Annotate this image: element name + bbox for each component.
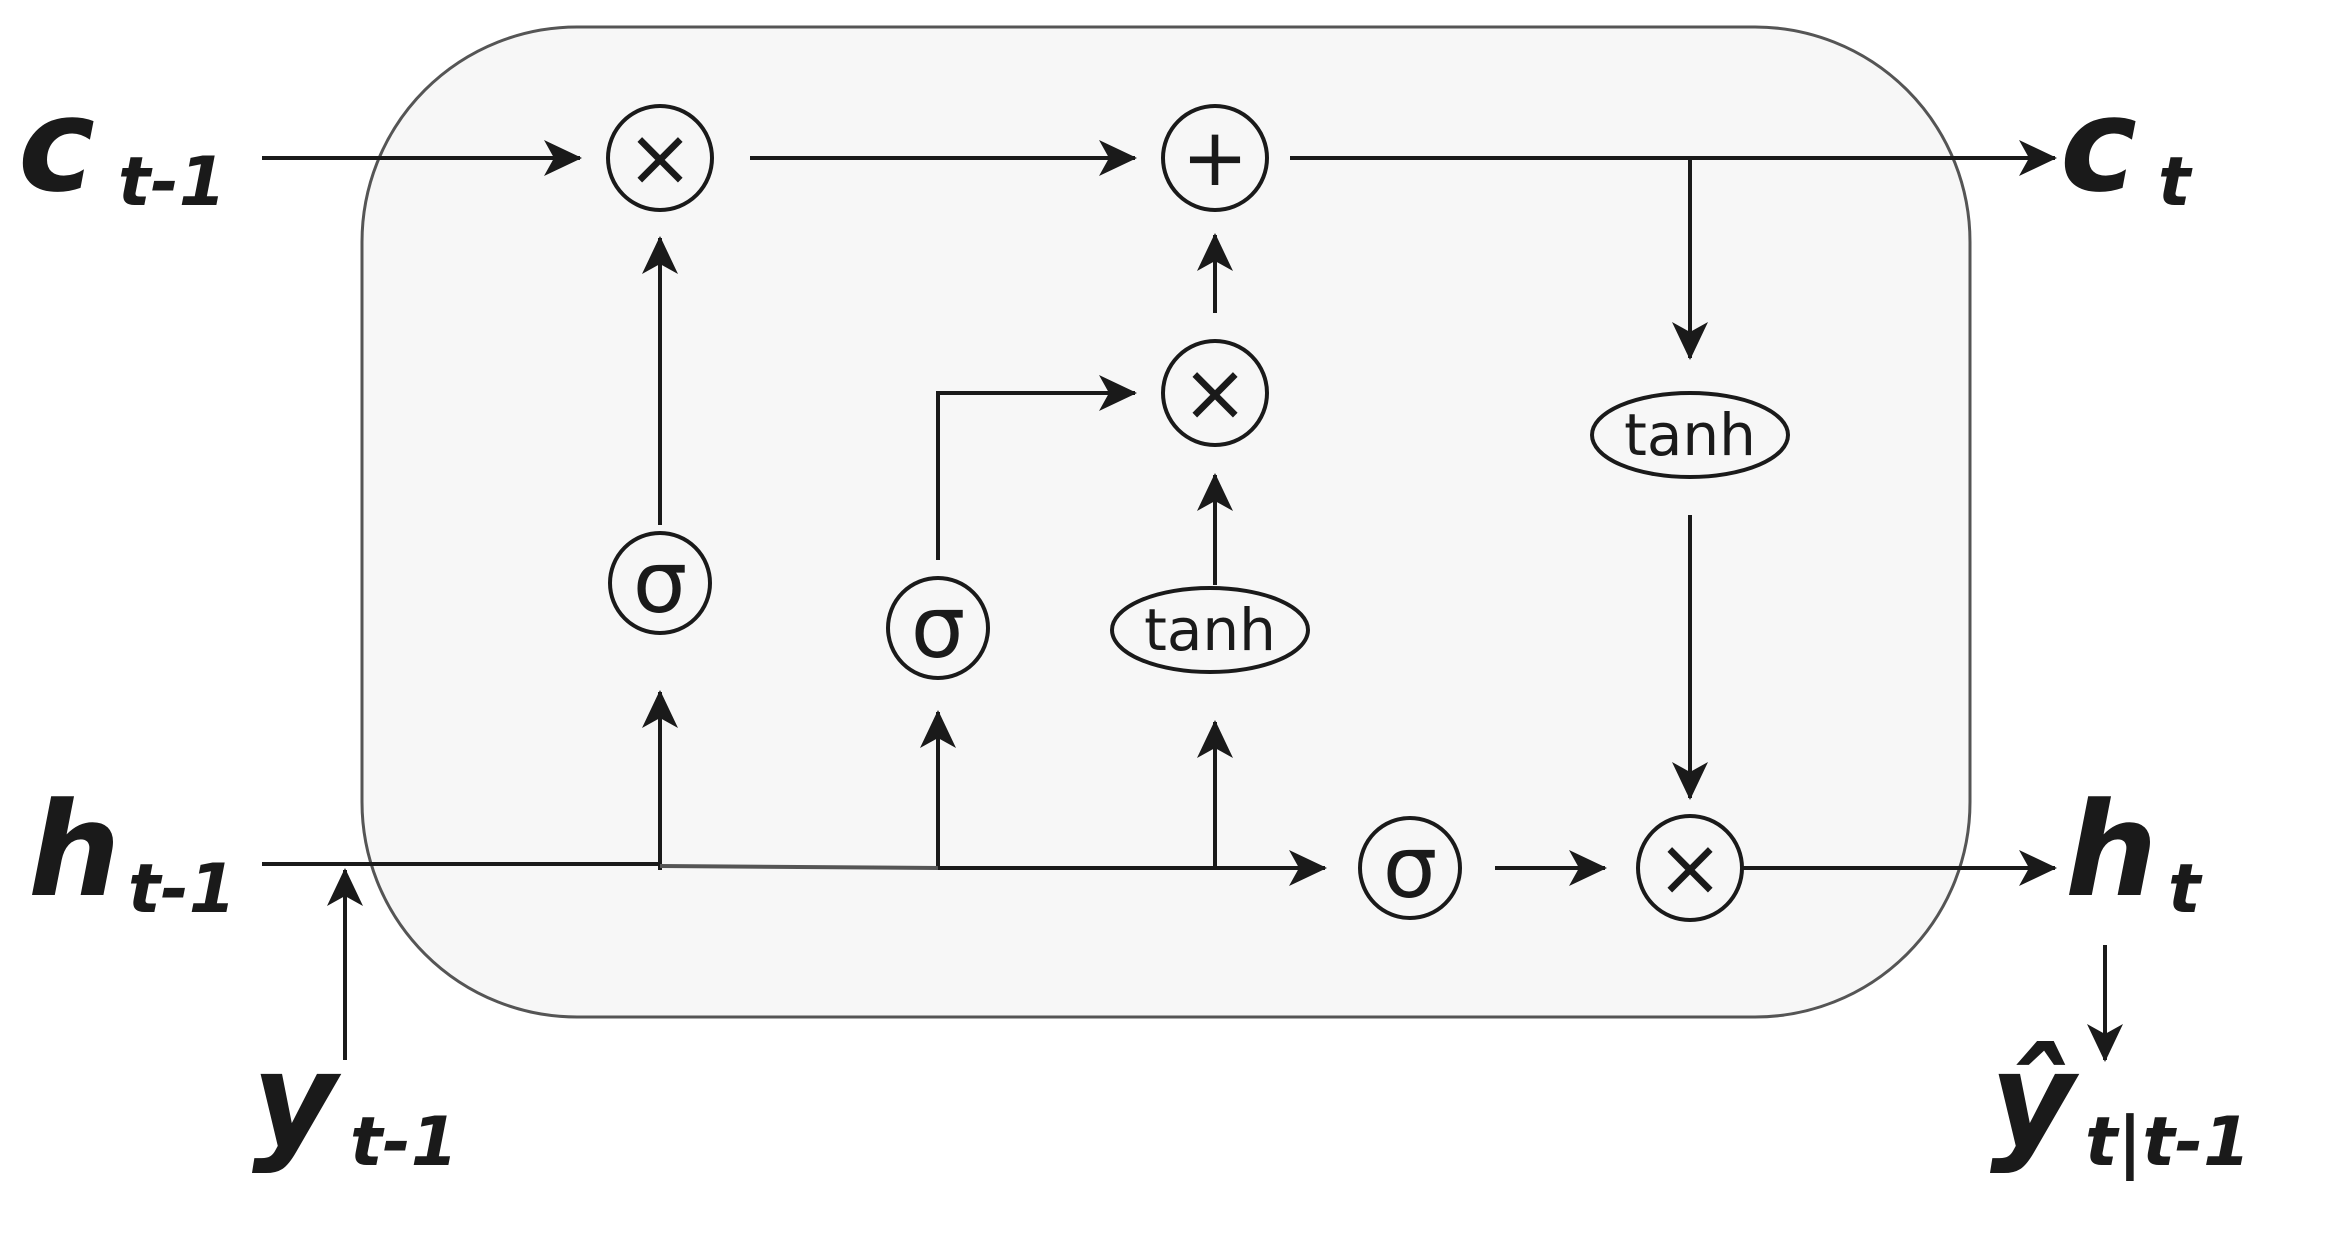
h-prev-line-2 — [659, 864, 939, 870]
label-y-hat-sub: t|t-1 — [2085, 1103, 2250, 1182]
tanh-label: tanh — [1144, 596, 1276, 664]
multiply-symbol: × — [1181, 346, 1248, 439]
sigma-symbol: σ — [633, 533, 688, 633]
candidate-tanh-node: tanh — [1110, 586, 1310, 674]
label-c-next-base: c — [2060, 69, 2137, 221]
add-symbol: + — [1181, 111, 1248, 204]
output-mult-node: × — [1636, 814, 1744, 922]
label-y-hat: ŷ t|t-1 — [1990, 1024, 2250, 1182]
sigma-symbol: σ — [1383, 818, 1438, 918]
multiply-symbol: × — [1656, 821, 1723, 914]
label-h-next: h t — [2065, 774, 2203, 929]
label-y-prev-sub: t-1 — [350, 1103, 458, 1182]
label-y-prev: y t-1 — [252, 1024, 458, 1182]
forget-mult-node: × — [606, 104, 714, 212]
label-h-next-base: h — [2065, 774, 2158, 926]
output-tanh-node: tanh — [1590, 391, 1790, 479]
lstm-cell-body — [360, 25, 1972, 1019]
label-c-next-sub: t — [2158, 143, 2193, 222]
label-h-prev-sub: t-1 — [128, 850, 236, 929]
label-h-next-sub: t — [2168, 850, 2203, 929]
tanh-label: tanh — [1624, 401, 1756, 469]
label-y-hat-base: ŷ — [1990, 1024, 2080, 1176]
sigma-symbol: σ — [911, 578, 966, 678]
input-mult-node: × — [1161, 339, 1269, 447]
label-c-prev-base: c — [18, 69, 95, 221]
label-h-prev: h t-1 — [28, 774, 236, 929]
input-sigma-node: σ — [886, 576, 990, 680]
multiply-symbol: × — [626, 111, 693, 204]
output-sigma-node: σ — [1358, 816, 1462, 920]
label-c-prev: c t-1 — [18, 69, 226, 222]
label-c-prev-sub: t-1 — [118, 143, 226, 222]
arrow-input-sigma-to-input-mult — [936, 375, 1137, 560]
label-h-prev-base: h — [28, 774, 121, 926]
label-y-prev-base: y — [252, 1024, 342, 1176]
label-c-next: c t — [2060, 69, 2193, 222]
add-node: + — [1161, 104, 1269, 212]
forget-sigma-node: σ — [608, 531, 712, 635]
